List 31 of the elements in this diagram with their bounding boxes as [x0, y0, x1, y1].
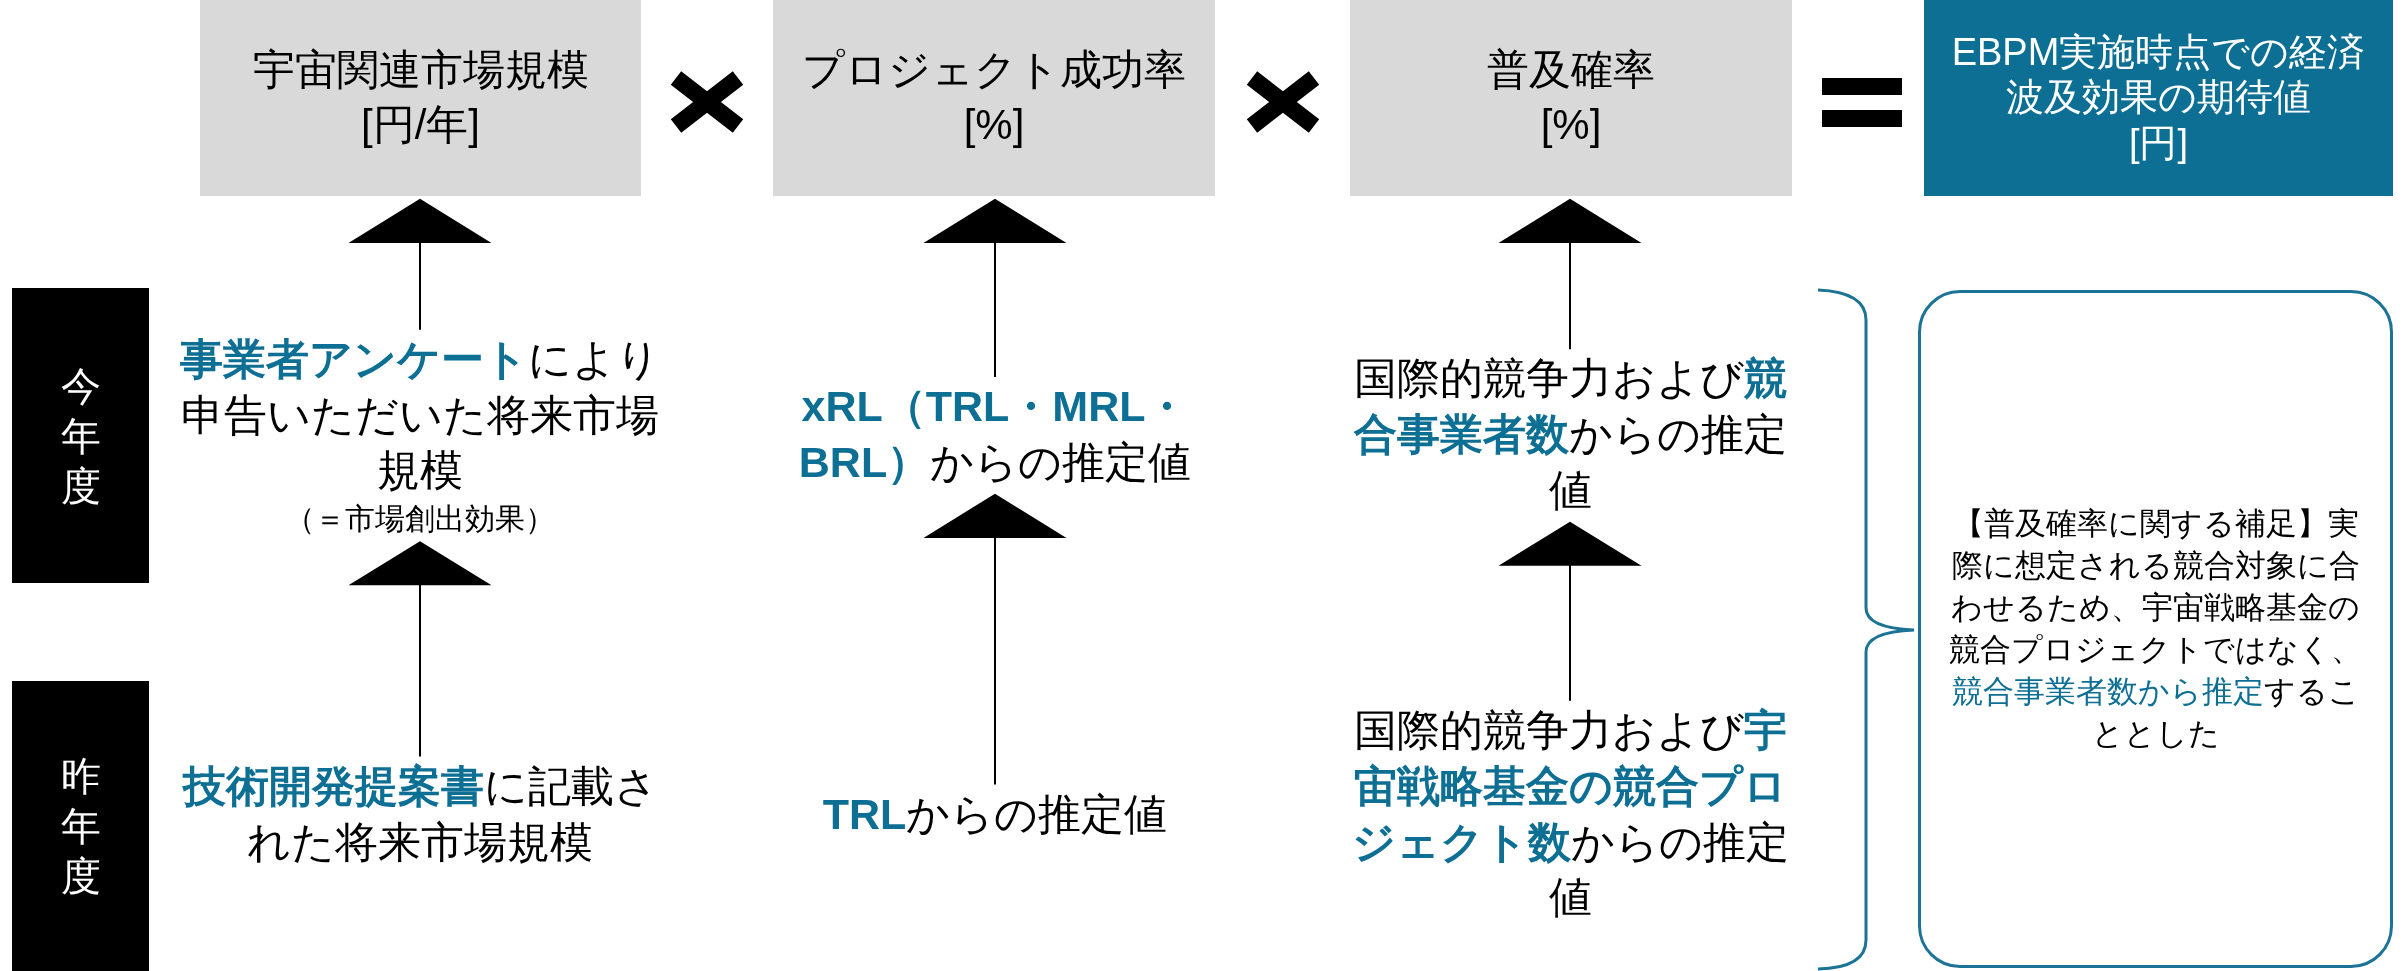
- triangle-arrow: [923, 198, 1067, 379]
- estimate-description: 国際的競争力および競合事業者数からの推定値: [1352, 353, 1788, 516]
- estimate-description: 事業者アンケートにより申告いただいた将来市場規模: [179, 333, 661, 497]
- factor-box: [773, 0, 1215, 196]
- unit-label: [%]: [1540, 100, 1602, 150]
- factor-box: [200, 0, 641, 196]
- triangle-arrow: [1498, 521, 1642, 702]
- note-text: 【普及確率に関する補足】実際に想定される競合対象に合わせるため、宇宙戦略基金の競合プロジェクトではなく、競合事業者数から推定することとした: [1948, 505, 2363, 753]
- year-label: 今年度: [59, 362, 102, 510]
- estimate-description: xRL（TRL・MRL・BRL）からの推定値: [797, 381, 1193, 488]
- year-label-box: [12, 288, 149, 583]
- factor-box: [1350, 0, 1792, 196]
- factor-title: EBPM実施時点での経済波及効果の期待値: [1950, 29, 2367, 121]
- year-label: 昨年度: [59, 753, 102, 900]
- year-label-box: [12, 681, 149, 971]
- factor-title: 普及確率: [1487, 45, 1655, 96]
- note-box: [1918, 290, 2393, 968]
- estimate-description: 技術開発提案書に記載された将来市場規模: [181, 760, 659, 868]
- unit-label: [円/年]: [361, 100, 480, 150]
- triangle-arrow: [1498, 198, 1642, 351]
- triangle-arrow: [348, 198, 492, 331]
- factor-title: プロジェクト成功率: [802, 45, 1186, 96]
- triangle-arrow: [348, 541, 492, 758]
- result-box: [1924, 0, 2393, 196]
- triangle-arrow: [923, 493, 1067, 786]
- factor-title: 宇宙関連市場規模: [252, 45, 589, 96]
- note-text: （＝市場創出効果）: [285, 501, 555, 538]
- unit-label: [%]: [963, 100, 1025, 150]
- estimate-description: TRLからの推定値: [822, 788, 1168, 840]
- estimate-description: 国際的競争力および宇宙戦略基金の競合プロジェクト数からの推定値: [1350, 704, 1790, 924]
- unit-label: [円]: [2128, 120, 2189, 166]
